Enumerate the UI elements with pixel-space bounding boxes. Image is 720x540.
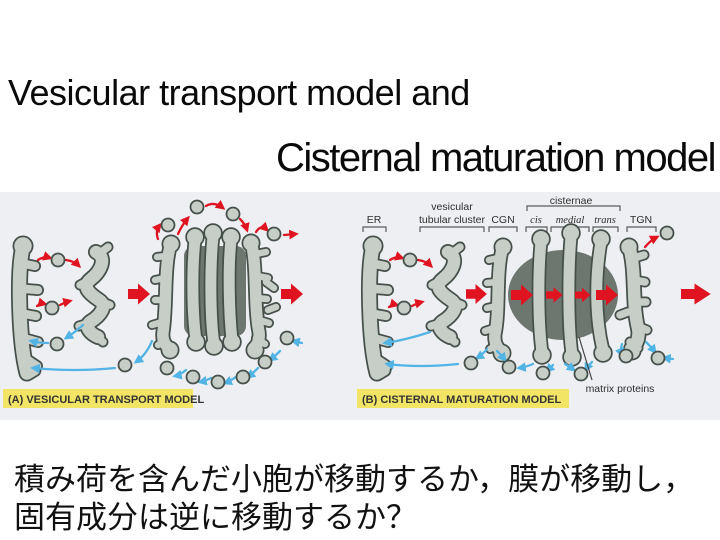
vesicle — [117, 357, 133, 373]
forward-flow-arrow-a2 — [281, 283, 303, 305]
vesicle — [279, 330, 295, 346]
vesicle — [160, 217, 176, 233]
panel-a-vesicular-transport: (A) VESICULAR TRANSPORT MODEL — [3, 199, 304, 408]
anterograde-arrows-a — [35, 251, 82, 308]
golgi-models-diagram: (A) VESICULAR TRANSPORT MODEL ER vesicul… — [3, 195, 711, 408]
vesicle — [573, 366, 589, 382]
caption-line2: 固有成分は逆に移動するか？ — [14, 500, 417, 535]
label-trans: trans — [594, 215, 616, 226]
label-vtc-line2: tubular cluster — [419, 214, 485, 226]
vesicle — [618, 348, 634, 364]
anterograde-vesicle-hops-a — [151, 200, 299, 241]
label-tgn: TGN — [630, 214, 652, 226]
label-cisternae: cisternae — [550, 195, 593, 207]
vesicle — [501, 359, 517, 375]
golgi-stack-a — [147, 223, 281, 360]
vesicle — [44, 300, 60, 316]
cisternae-b — [531, 223, 613, 367]
panel-b-cisternal-maturation: ER vesicular tubular cluster CGN cistern… — [357, 195, 711, 408]
figure-golgi-models: (A) VESICULAR TRANSPORT MODEL ER vesicul… — [0, 192, 720, 420]
forward-flow-arrow-a1 — [128, 283, 150, 305]
panel-b-caption: (B) CISTERNAL MATURATION MODEL — [362, 394, 561, 406]
vesicle — [402, 252, 418, 268]
vesicle — [159, 360, 175, 376]
er-membrane-b — [370, 246, 388, 373]
slide-title-line2: Cisternal maturation model — [276, 136, 717, 180]
panel-a-caption-highlight — [3, 389, 193, 408]
golgi-cisternae-a — [185, 223, 242, 356]
label-er: ER — [367, 214, 382, 226]
matrix-proteins-pointer-line — [578, 336, 593, 381]
vesicle — [235, 369, 251, 385]
panel-b-labels: ER vesicular tubular cluster CGN cistern… — [362, 195, 657, 232]
vesicle — [49, 336, 65, 352]
label-vtc-line1: vesicular — [431, 201, 473, 213]
slide-title-line1: Vesicular transport model and — [8, 72, 470, 113]
anterograde-arrows-b — [387, 251, 434, 309]
vesicle — [463, 355, 479, 371]
label-matrix-proteins: matrix proteins — [586, 383, 655, 395]
vesicle — [650, 350, 666, 366]
tubular-cluster-a — [79, 247, 110, 342]
caption-line1: 積み荷を含んだ小胞が移動するか，膜が移動し， — [14, 462, 695, 497]
panel-b-caption-highlight — [357, 389, 569, 408]
trans-face-membrane-a — [241, 233, 281, 360]
vesicle — [659, 225, 675, 241]
vesicle — [210, 374, 226, 390]
vesicle — [535, 365, 551, 381]
label-cgn: CGN — [491, 214, 514, 226]
forward-flow-arrow-b1 — [466, 284, 487, 304]
er-membrane-a — [20, 246, 38, 373]
vesicle — [396, 300, 412, 316]
vesicle — [185, 369, 201, 385]
vesicle — [257, 354, 273, 370]
slide-caption: 積み荷を含んだ小胞が移動するか，膜が移動し， 固有成分は逆に移動するか？ — [14, 461, 694, 537]
tubular-cluster-b — [431, 247, 462, 342]
tgn-membrane-b — [614, 237, 653, 361]
vesicle — [50, 252, 66, 268]
vesicle — [225, 206, 241, 222]
panel-a-caption: (A) VESICULAR TRANSPORT MODEL — [8, 394, 204, 406]
label-cis: cis — [530, 215, 542, 226]
cgn-membrane-b — [480, 237, 513, 363]
vesicle — [266, 226, 282, 242]
vesicle — [189, 199, 205, 215]
tgn-exit-arrow — [643, 235, 660, 249]
forward-flow-arrow-b2 — [681, 283, 711, 305]
label-medial: medial — [556, 215, 585, 226]
cis-face-membrane-a — [147, 234, 181, 360]
